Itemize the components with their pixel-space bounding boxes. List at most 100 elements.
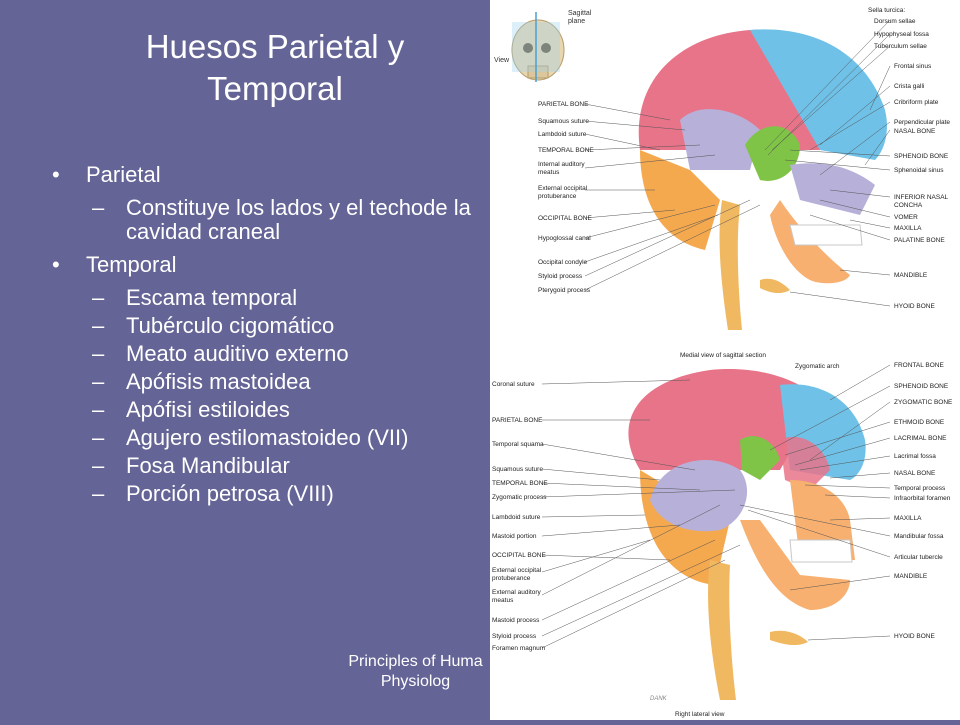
title-line-2: Temporal — [207, 70, 343, 107]
hyoid-medial — [760, 278, 790, 294]
bullet-dot: • — [52, 252, 60, 277]
caption-medial-view: Medial view of sagittal section — [680, 352, 766, 359]
label-hypophyseal-fossa: Hypophyseal fossa — [874, 31, 929, 38]
sub-bullet-text: Escama temporal — [126, 285, 298, 310]
label-parietal-bone-lat: PARIETAL BONE — [492, 417, 543, 424]
bullet-parietal: • Parietal — [52, 160, 492, 190]
label-sphenoidal-sinus: Sphenoidal sinus — [894, 167, 944, 174]
bullet-dot: • — [52, 162, 60, 187]
label-styloid-process-lat: Styloid process — [492, 633, 537, 640]
label-external-auditory: External auditory — [492, 589, 542, 596]
label-zygomatic-process: Zygomatic process — [492, 494, 547, 501]
footer-text: Principles of Huma Physiolog — [318, 652, 513, 692]
label-lambdoid-suture-lat: Lambdoid suture — [492, 514, 541, 521]
label-mandibular-fossa: Mandibular fossa — [894, 533, 944, 540]
label-parietal-bone: PARIETAL BONE — [538, 101, 589, 108]
label-pterygoid-process: Pterygoid process — [538, 287, 591, 294]
spine-lateral — [708, 560, 736, 700]
sub-bullet: –Tubérculo cigomático — [92, 314, 492, 338]
dash-mark: – — [92, 195, 105, 220]
label-perpendicular-plate: Perpendicular plate — [894, 119, 950, 126]
sub-bullet: –Porción petrosa (VIII) — [92, 482, 492, 506]
label-maxilla-lat: MAXILLA — [894, 515, 922, 522]
label-sphenoid-bone-lat: SPHENOID BONE — [894, 383, 949, 390]
label-hyoid-bone: HYOID BONE — [894, 303, 935, 310]
hyoid-lateral — [770, 630, 808, 646]
occipital-bone-medial — [640, 150, 720, 250]
label-temporal-bone: TEMPORAL BONE — [538, 147, 594, 154]
label-lambdoid-suture: Lambdoid suture — [538, 131, 587, 138]
label-squamous-suture: Squamous suture — [538, 118, 589, 125]
label-lacrimal-fossa: Lacrimal fossa — [894, 453, 936, 460]
bullet-label: Parietal — [86, 162, 161, 187]
label-sella-turcica: Sella turcica: — [868, 7, 905, 14]
lateral-skull: Zygomatic arch Coronal suture PARIETAL B… — [492, 362, 953, 718]
sub-bullet: –Apófisis mastoidea — [92, 370, 492, 394]
sphenoid-bone-lateral — [740, 436, 780, 480]
label-occipital-condyle: Occipital condyle — [538, 259, 588, 266]
sub-bullet: –Meato auditivo externo — [92, 342, 492, 366]
label-external-occipital: External occipital — [538, 185, 588, 192]
label-meatus: meatus — [538, 169, 560, 176]
sub-bullet-text: Fosa Mandibular — [126, 453, 290, 478]
footer-line-1: Principles of Huma — [348, 653, 483, 670]
sub-bullet-text: Agujero estilomastoideo (VII) — [126, 425, 409, 450]
bullet-label: Temporal — [86, 252, 177, 277]
sagittal-skull: Sagittal plane View — [494, 7, 950, 359]
label-mastoid-process: Mastoid process — [492, 617, 540, 624]
inset-label-sagittal: Sagittal — [568, 10, 592, 17]
spine-medial — [719, 200, 742, 330]
dash-mark: – — [92, 285, 105, 310]
dash-mark: – — [92, 341, 105, 366]
label-hyoid-bone-lat: HYOID BONE — [894, 633, 935, 640]
dash-mark: – — [92, 425, 105, 450]
label-infraorbital-foramen: Infraorbital foramen — [894, 495, 951, 502]
caption-lateral-view: Right lateral view — [675, 711, 725, 718]
label-mandible: MANDIBLE — [894, 272, 928, 279]
dash-mark: – — [92, 481, 105, 506]
label-coronal-suture: Coronal suture — [492, 381, 535, 388]
sub-bullet-text: Constituye los lados y el techode la cav… — [126, 195, 471, 244]
teeth-lateral — [789, 539, 853, 563]
label-concha: CONCHA — [894, 202, 923, 209]
label-crista-galli: Crista galli — [894, 83, 924, 90]
bullet-list: •Parietal –Constituye los lados y el tec… — [52, 160, 492, 510]
label-foramen-magnum: Foramen magnum — [492, 645, 545, 652]
label-articular-tubercle: Articular tubercle — [894, 554, 943, 561]
label-ethmoid-bone: ETHMOID BONE — [894, 419, 945, 426]
parietal-bone-lateral — [628, 369, 820, 470]
label-cribriform-plate: Cribriform plate — [894, 99, 939, 106]
label-palatine-bone: PALATINE BONE — [894, 237, 945, 244]
label-frontal-sinus: Frontal sinus — [894, 63, 932, 70]
sub-bullet: –Apófisi estiloides — [92, 398, 492, 422]
dash-mark: – — [92, 397, 105, 422]
skull-figure: Sagittal plane View — [490, 0, 960, 720]
mandible-lateral — [740, 520, 850, 610]
label-external-occipital-lat: External occipital — [492, 567, 542, 574]
label-tuberculum-sellae: Tuberculum sellae — [874, 43, 927, 50]
sub-bullet-text: Tubérculo cigomático — [126, 313, 335, 338]
label-protuberance-lat: protuberance — [492, 575, 531, 582]
nasal-region-medial — [790, 163, 875, 215]
inset-skull-icon — [511, 12, 565, 82]
dash-mark: – — [92, 453, 105, 478]
label-sphenoid-bone: SPHENOID BONE — [894, 153, 949, 160]
label-squamous-suture-lat: Squamous suture — [492, 466, 543, 473]
label-occipital-bone: OCCIPITAL BONE — [538, 215, 592, 222]
label-inferior-nasal: INFERIOR NASAL — [894, 194, 949, 201]
bullet-temporal: • Temporal — [52, 250, 492, 280]
label-dorsum-sellae: Dorsum sellae — [874, 18, 916, 25]
sphenoid-bone-medial — [745, 126, 800, 181]
label-lacrimal-bone: LACRIMAL BONE — [894, 435, 947, 442]
label-occipital-bone-lat: OCCIPITAL BONE — [492, 552, 546, 559]
label-vomer: VOMER — [894, 214, 918, 221]
label-meatus-lat: meatus — [492, 597, 514, 604]
title-line-1: Huesos Parietal y — [145, 28, 405, 65]
sub-bullet-text: Porción petrosa (VIII) — [126, 481, 334, 506]
artist-signature: DANK — [650, 696, 668, 702]
footer-line-2: Physiolog — [380, 673, 451, 690]
sub-bullet-text: Apófisis mastoidea — [126, 369, 311, 394]
inset-label-view: View — [494, 57, 510, 64]
label-maxilla: MAXILLA — [894, 225, 922, 232]
